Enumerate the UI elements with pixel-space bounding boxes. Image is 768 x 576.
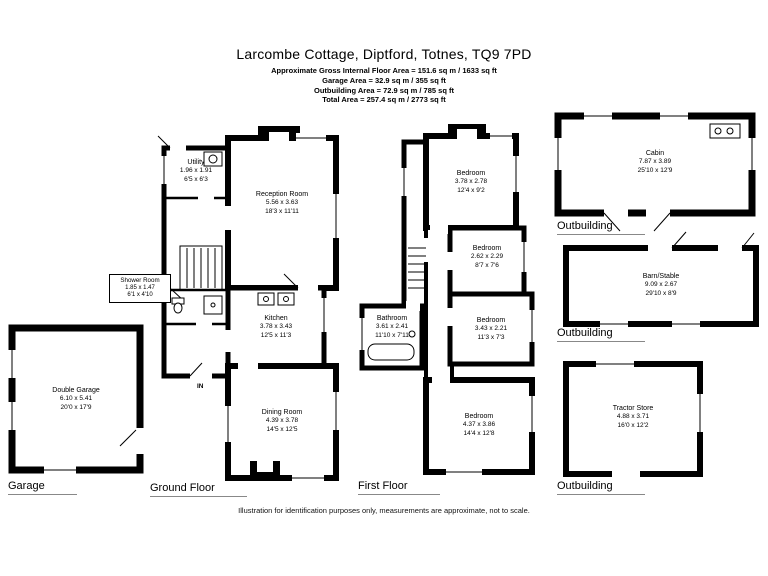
room-dims-metric: 3.78 x 2.78 bbox=[454, 178, 488, 186]
room-dims-imperial: 29'10 x 8'9 bbox=[645, 289, 677, 297]
room-dims-metric: 7.87 x 3.89 bbox=[638, 158, 672, 166]
room-dims-imperial: 11'3 x 7'3 bbox=[477, 333, 505, 341]
section-label-outbuilding-barn: Outbuilding bbox=[557, 327, 645, 342]
room-dims-metric: 3.78 x 3.43 bbox=[259, 323, 293, 331]
room-name: Tractor Store bbox=[612, 405, 654, 413]
room-dims-imperial: 11'10 x 7'11 bbox=[375, 331, 409, 339]
sink-unit-icon bbox=[709, 123, 741, 139]
room-name: Reception Room bbox=[255, 191, 309, 199]
room-label-cabin: Cabin 7.87 x 3.89 25'10 x 12'9 bbox=[638, 149, 673, 175]
stairs-icon bbox=[179, 245, 223, 291]
door-swing-icon bbox=[119, 429, 137, 447]
room-dims-imperial: 14'5 x 12'5 bbox=[266, 425, 298, 433]
door-swing-icon bbox=[603, 212, 621, 232]
room-dims-imperial: 20'0 x 17'9 bbox=[60, 403, 92, 411]
room-name: Barn/Stable bbox=[642, 273, 680, 281]
room-dims-imperial: 16'0 x 12'2 bbox=[617, 421, 649, 429]
door-swing-icon bbox=[653, 212, 671, 232]
room-dims-imperial: 14'4 x 12'8 bbox=[463, 429, 495, 437]
room-label-bedroom-3: Bedroom 3.43 x 2.21 11'3 x 7'3 bbox=[475, 316, 507, 342]
room-dims-imperial: 18'3 x 11'11 bbox=[265, 207, 299, 215]
room-dims-imperial: 12'4 x 9'2 bbox=[457, 186, 485, 194]
fireplace-icon bbox=[448, 124, 486, 139]
sink-icon bbox=[408, 330, 416, 338]
room-name: Kitchen bbox=[264, 315, 288, 323]
room-dims-metric: 6.10 x 5.41 bbox=[59, 395, 93, 403]
fireplace-icon bbox=[250, 126, 300, 478]
room-label-dining: Dining Room 4.39 x 3.78 14'5 x 12'5 bbox=[262, 408, 302, 434]
room-label-barn-stable: Barn/Stable 9.09 x 2.67 29'10 x 8'9 bbox=[643, 272, 680, 298]
door-swing-icon bbox=[671, 231, 687, 249]
room-label-tractor-store: Tractor Store 4.88 x 3.71 16'0 x 12'2 bbox=[613, 404, 654, 430]
area-line-gross: Approximate Gross Internal Floor Area = … bbox=[271, 66, 497, 75]
shower-icon bbox=[210, 302, 216, 308]
room-dims-imperial: 6'5 x 6'3 bbox=[184, 175, 208, 183]
room-label-bedroom-2: Bedroom 2.62 x 2.29 8'7 x 7'6 bbox=[471, 244, 503, 270]
window-icon bbox=[11, 350, 137, 471]
entrance-marker: IN bbox=[197, 383, 204, 390]
sink-icon bbox=[263, 296, 269, 302]
room-name: Bathroom bbox=[376, 315, 408, 323]
room-label-bedroom-4: Bedroom 4.37 x 3.86 14'4 x 12'8 bbox=[463, 412, 495, 438]
disclaimer-text: Illustration for identification purposes… bbox=[238, 506, 530, 515]
room-dims-metric: 1.96 x 1.91 bbox=[179, 167, 213, 175]
door-swing-icon bbox=[157, 135, 171, 149]
room-label-reception: Reception Room 5.56 x 3.63 18'3 x 11'11 bbox=[256, 190, 308, 216]
first-floor-plan bbox=[357, 124, 537, 477]
outbuildings-plan bbox=[553, 111, 759, 479]
garage-plan bbox=[7, 324, 145, 475]
ground-floor-plan bbox=[157, 126, 341, 483]
room-dims-metric: 4.39 x 3.78 bbox=[265, 417, 299, 425]
section-label-outbuilding-cabin: Outbuilding bbox=[557, 220, 645, 235]
room-name: Utility bbox=[187, 159, 205, 167]
section-label-first-floor: First Floor bbox=[358, 480, 440, 495]
appliance-icon bbox=[208, 154, 218, 164]
section-label-ground-floor: Ground Floor bbox=[150, 482, 247, 497]
room-label-bathroom: Bathroom 3.61 x 2.41 11'10 x 7'11 bbox=[375, 314, 409, 340]
area-line-garage: Garage Area = 32.9 sq m / 355 sq ft bbox=[322, 75, 446, 85]
room-dims-imperial: 12'5 x 11'3 bbox=[260, 331, 292, 339]
room-dims-metric: 1.85 x 1.47 bbox=[125, 284, 155, 291]
room-dims-metric: 5.56 x 3.63 bbox=[265, 199, 299, 207]
room-dims-metric: 4.37 x 3.86 bbox=[462, 421, 496, 429]
room-name: Bedroom bbox=[464, 413, 494, 421]
area-summary: Approximate Gross Internal Floor Area = … bbox=[0, 66, 768, 105]
room-name: Bedroom bbox=[476, 317, 506, 325]
room-name: Shower Room bbox=[120, 277, 160, 284]
room-dims-metric: 2.62 x 2.29 bbox=[470, 253, 504, 261]
room-name: Double Garage bbox=[52, 387, 100, 395]
door-swing-icon bbox=[741, 232, 755, 249]
page-title: Larcombe Cottage, Diptford, Totnes, TQ9 … bbox=[236, 46, 532, 62]
room-name: Bedroom bbox=[456, 170, 486, 178]
section-label-outbuilding-tractor: Outbuilding bbox=[557, 480, 645, 495]
room-dims-metric: 3.61 x 2.41 bbox=[375, 323, 409, 331]
room-dims-metric: 9.09 x 2.67 bbox=[644, 281, 678, 289]
room-name: Dining Room bbox=[261, 409, 303, 417]
room-label-utility: Utility 1.96 x 1.91 6'5 x 6'3 bbox=[180, 158, 212, 184]
room-dims-imperial: 8'7 x 7'6 bbox=[475, 261, 499, 269]
area-line-outbuilding: Outbuilding Area = 72.9 sq m / 785 sq ft bbox=[314, 85, 454, 95]
door-swing-icon bbox=[189, 362, 203, 377]
room-name: Bedroom bbox=[472, 245, 502, 253]
section-label-garage: Garage bbox=[8, 480, 77, 495]
toilet-icon bbox=[173, 302, 183, 314]
room-dims-metric: 4.88 x 3.71 bbox=[616, 413, 650, 421]
room-label-kitchen: Kitchen 3.78 x 3.43 12'5 x 11'3 bbox=[260, 314, 292, 340]
door-swing-icon bbox=[283, 273, 299, 289]
room-label-bedroom-1: Bedroom 3.78 x 2.78 12'4 x 9'2 bbox=[455, 169, 487, 195]
room-dims-imperial: 6'1 x 4'10 bbox=[127, 292, 153, 299]
stairs-icon bbox=[408, 247, 426, 289]
room-dims-metric: 3.43 x 2.21 bbox=[474, 325, 508, 333]
bathtub-icon bbox=[367, 343, 415, 361]
room-name: Cabin bbox=[645, 150, 665, 158]
area-line-total: Total Area = 257.4 sq m / 2773 sq ft bbox=[322, 95, 446, 105]
room-dims-imperial: 25'10 x 12'9 bbox=[637, 166, 673, 174]
room-label-double-garage: Double Garage 6.10 x 5.41 20'0 x 17'9 bbox=[52, 386, 99, 412]
sink-icon bbox=[283, 296, 289, 302]
room-label-shower-room: Shower Room 1.85 x 1.47 6'1 x 4'10 bbox=[109, 274, 171, 303]
